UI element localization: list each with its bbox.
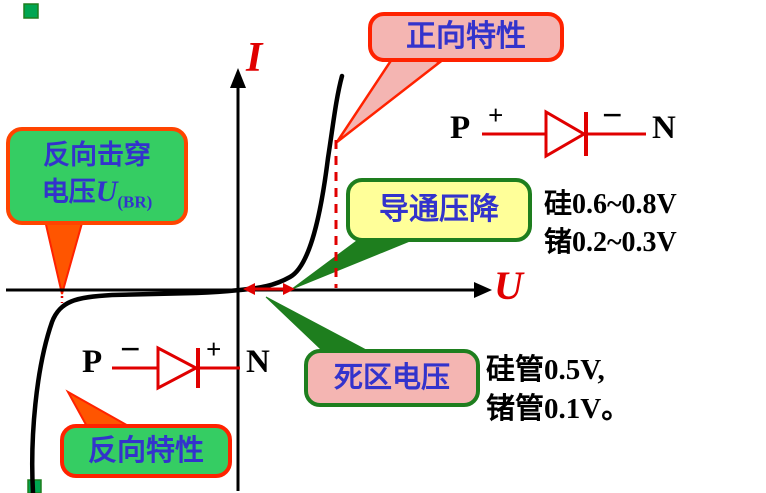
u-axis-arrowhead <box>474 282 492 298</box>
breakdown-label-line1: 反向击穿 <box>43 140 151 171</box>
reverse-diode-plus-sign: + <box>206 334 222 364</box>
dead-zone-voltage-callout: 死区电压 <box>304 349 480 407</box>
reverse-diode-p-label: P <box>82 344 103 380</box>
conduction-silicon-value: 硅0.6~0.8V <box>544 189 677 220</box>
diode-symbol-reverse <box>112 345 240 391</box>
reverse-diode-minus-sign: − <box>120 329 141 369</box>
forward-diode-n-label: N <box>652 110 676 146</box>
voltage-axis-label: U <box>494 263 523 308</box>
forward-characteristic-label: 正向特性 <box>406 20 526 54</box>
conduction-germanium-value: 锗0.2~0.3V <box>544 227 677 258</box>
i-axis-arrowhead <box>230 68 246 88</box>
deadzone-callout-pointer <box>265 296 372 357</box>
breakdown-voltage-subscript: (BR) <box>117 192 153 212</box>
forward-diode-plus-sign: + <box>488 100 504 130</box>
breakdown-label-line2: 电压U(BR) <box>41 175 153 212</box>
reverse-diode-n-label: N <box>246 344 270 380</box>
diode-symbol-forward <box>482 109 646 159</box>
reverse-breakdown-voltage-callout: 反向击穿 电压U(BR) <box>6 127 188 225</box>
forward-diode-p-label: P <box>450 110 471 146</box>
breakdown-voltage-symbol: U <box>95 175 118 209</box>
forward-callout-pointer <box>335 48 443 143</box>
deadzone-arrow-left-head <box>243 283 255 295</box>
conduction-voltage-drop-callout: 导通压降 <box>346 178 532 242</box>
green-square-topleft <box>23 3 39 19</box>
conduction-voltage-drop-label: 导通压降 <box>379 193 499 227</box>
breakdown-callout-pointer <box>42 215 86 295</box>
deadzone-germanium-value: 锗管0.1V。 <box>486 393 631 425</box>
dead-zone-voltage-label: 死区电压 <box>333 361 450 394</box>
deadzone-arrow-right-head <box>283 283 295 295</box>
current-axis-label: I <box>246 35 263 81</box>
reverse-characteristic-callout: 反向特性 <box>60 424 232 478</box>
deadzone-silicon-value: 硅管0.5V, <box>486 354 605 386</box>
forward-diode-minus-sign: − <box>602 95 623 135</box>
reverse-characteristic-label: 反向特性 <box>87 434 204 467</box>
forward-characteristic-callout: 正向特性 <box>368 12 564 62</box>
iv-characteristic-curve <box>30 73 345 493</box>
